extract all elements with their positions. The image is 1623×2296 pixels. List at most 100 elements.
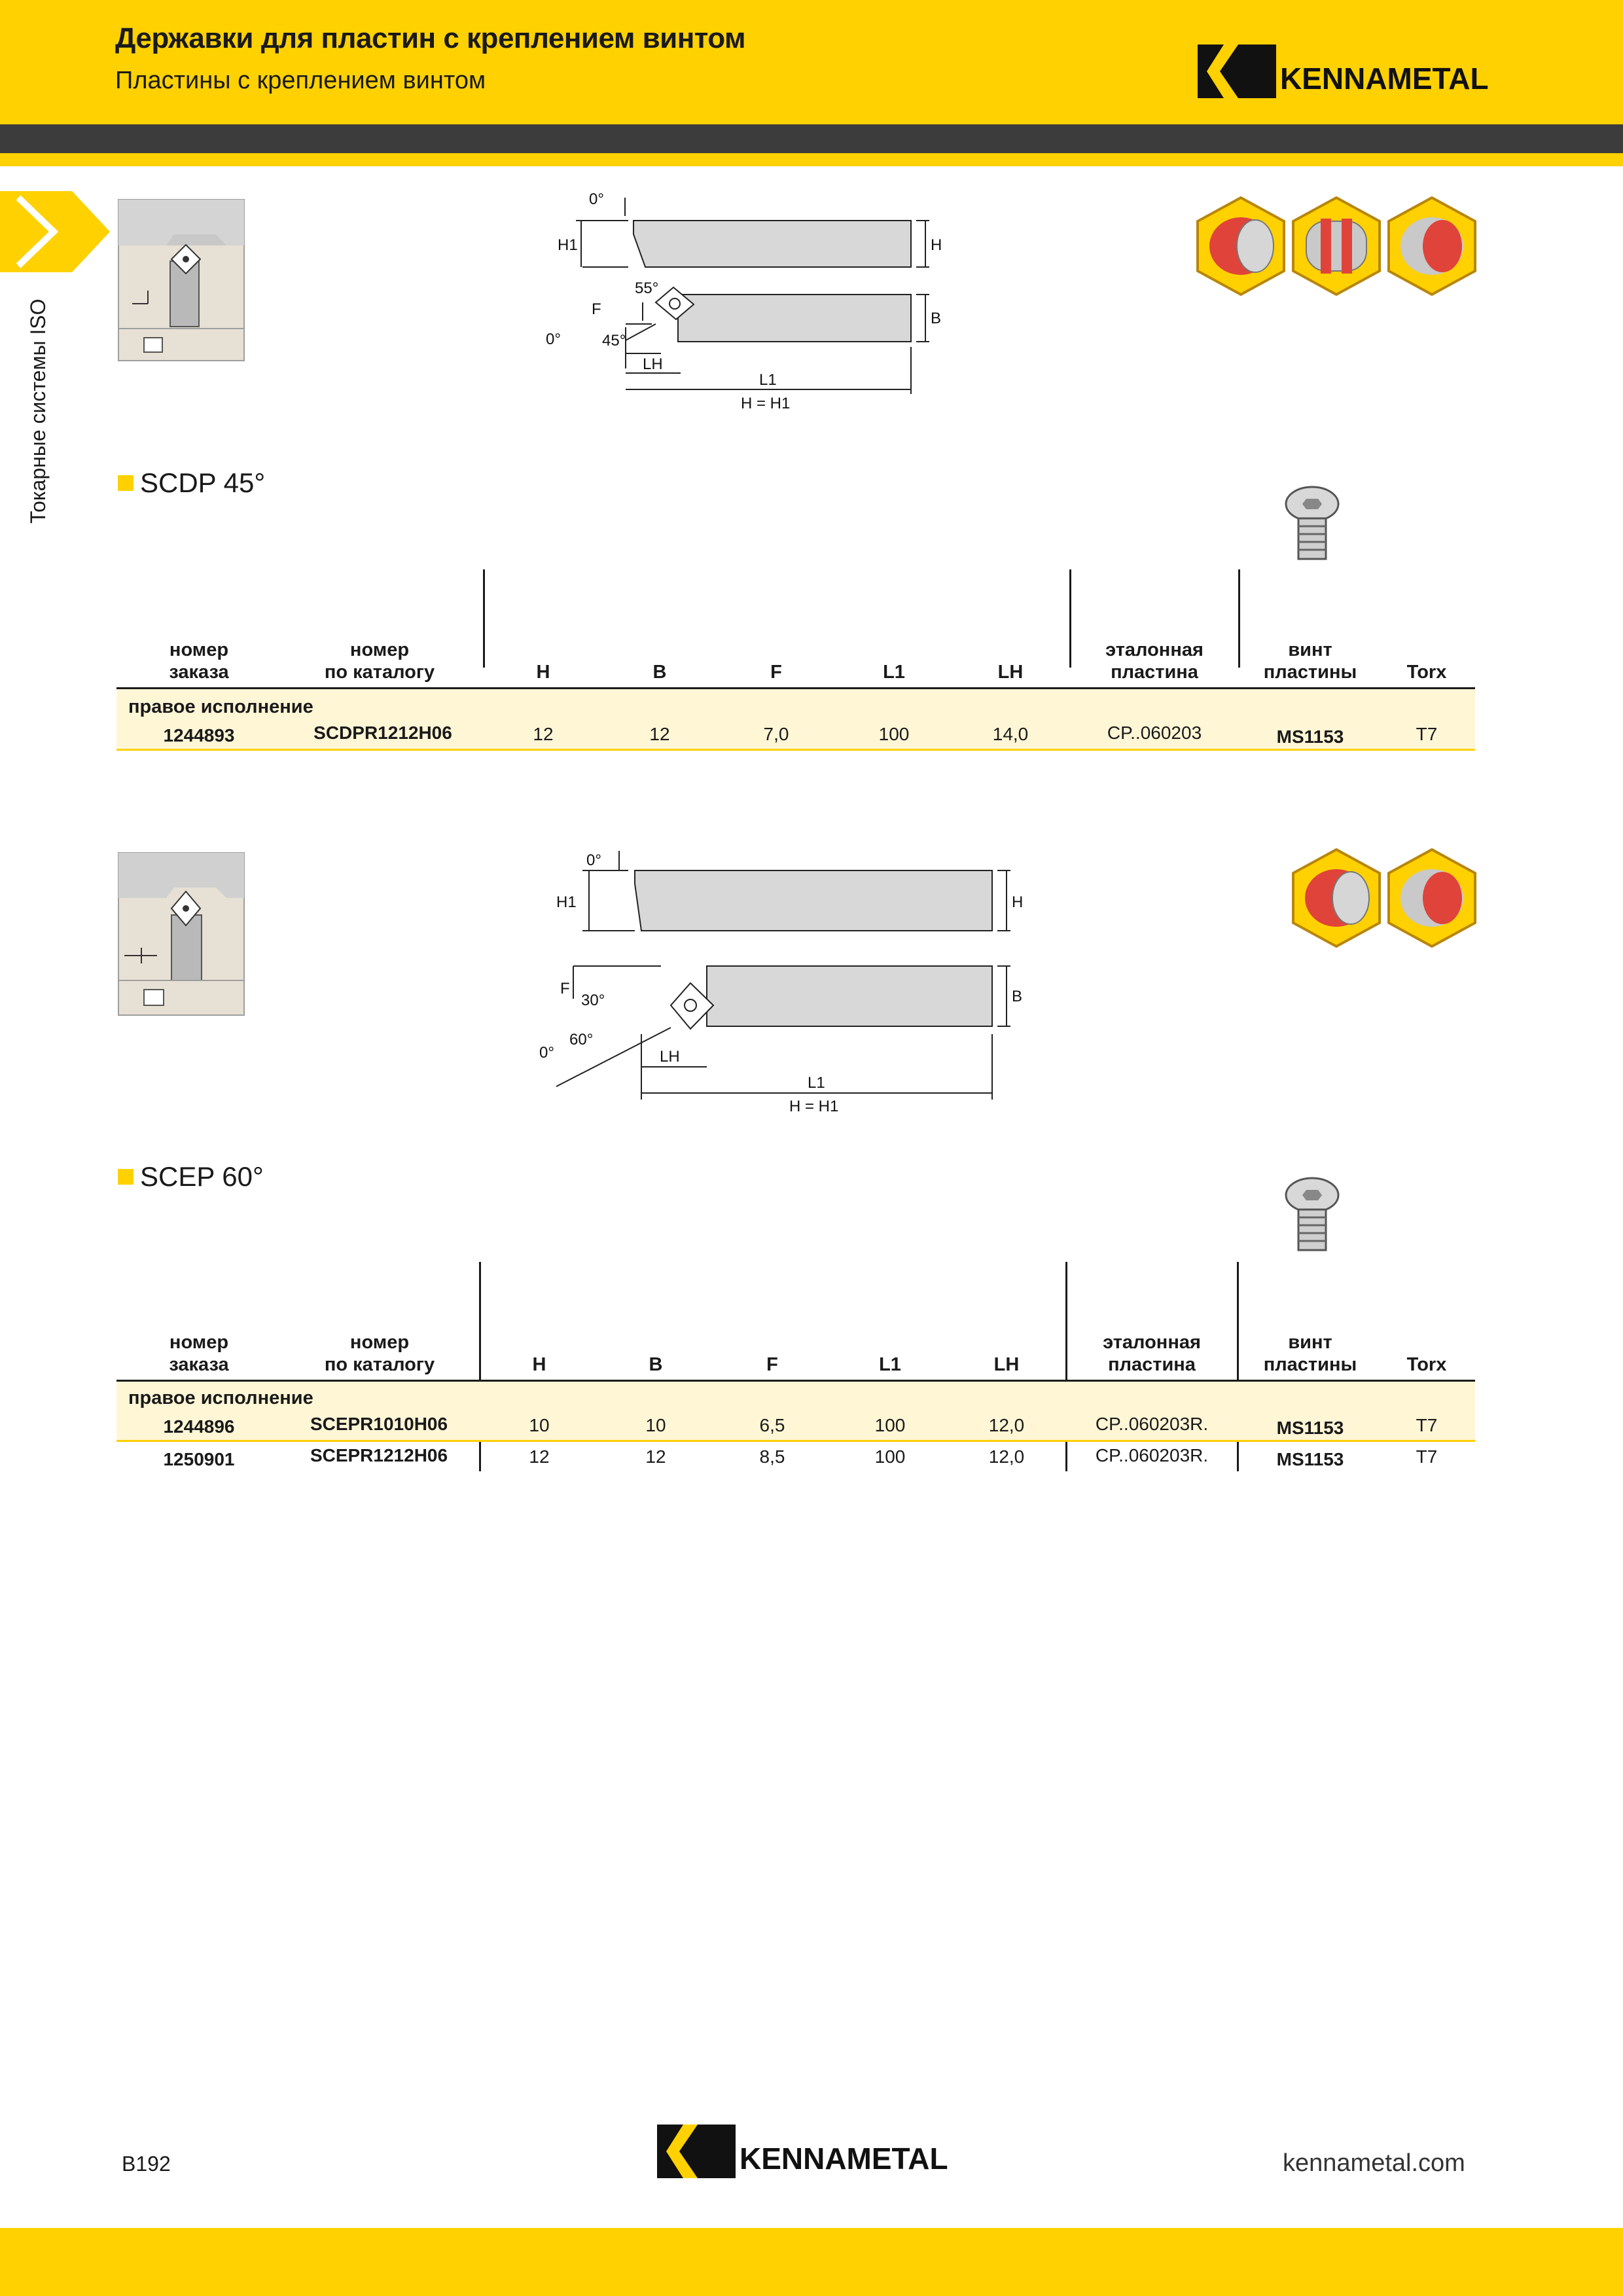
table-divider: [1237, 1262, 1239, 1471]
diagram1-b: B: [931, 310, 941, 327]
header-f: F: [766, 1354, 778, 1375]
header-b: B: [649, 1354, 663, 1375]
turning-icon: [1387, 848, 1476, 948]
cell-l1: 100: [878, 724, 910, 744]
header-text: винт: [1288, 639, 1332, 660]
brand-logo: KENNAMETAL: [1198, 45, 1489, 98]
section-title-scep: SCEP 60°: [140, 1161, 264, 1192]
application-icons-1: [1196, 196, 1476, 296]
diagram1-f: F: [592, 300, 601, 318]
facing-icon: [1196, 196, 1285, 296]
header-text: номер: [349, 639, 410, 660]
cell-h: 10: [529, 1415, 550, 1435]
diagram2-b: B: [1012, 988, 1022, 1005]
cell-b: 12: [645, 1446, 666, 1467]
page-title: Державки для пластин с креплением винтом: [115, 22, 746, 54]
cell-torx: T7: [1416, 1446, 1438, 1467]
cell-l1: 100: [874, 1446, 906, 1467]
diagram1-zero-top: 0°: [589, 190, 604, 208]
cell-l1: 100: [874, 1415, 906, 1435]
section-title-scdp: SCDP 45°: [140, 467, 266, 498]
group-label: правое исполнение: [128, 696, 313, 717]
diagram2-l1: L1: [808, 1074, 825, 1092]
website-link[interactable]: kennametal.com: [1283, 2149, 1465, 2177]
header-l1: L1: [879, 1354, 901, 1375]
diagram1-zero-side: 0°: [546, 331, 561, 348]
turning-icon: [1387, 196, 1476, 296]
table-divider: [483, 569, 485, 668]
header-screw: винт пластины: [1246, 639, 1374, 683]
diagram2-h: H: [1012, 893, 1023, 911]
cell-screw: MS1153: [1276, 726, 1344, 747]
cell-catalog-no: SCDPR1212H06: [313, 723, 452, 743]
header-text: винт: [1288, 1332, 1332, 1353]
cell-f: 7,0: [763, 724, 789, 744]
screw-icon: [1285, 1177, 1340, 1251]
header-text: пластины: [1263, 662, 1357, 683]
row-rule: [116, 749, 1475, 751]
diagram1-l1: L1: [759, 371, 777, 389]
header-text: эталонная: [1103, 1332, 1201, 1353]
header-torx: Torx: [1406, 662, 1447, 683]
header-insert: эталонная пластина: [1073, 1331, 1230, 1376]
cell-h: 12: [529, 1446, 550, 1467]
sidebar-label: Токарные системы ISO: [26, 298, 50, 524]
footer-brand-logo: KENNAMETAL: [657, 2125, 948, 2178]
header-catalog-no: номер по каталогу: [314, 1331, 445, 1376]
application-icons-2: [1292, 848, 1476, 948]
header-b: B: [652, 662, 667, 683]
header-screw: винт пластины: [1246, 1331, 1374, 1376]
cell-screw: MS1153: [1276, 1449, 1344, 1469]
table-header-rule: [116, 687, 1475, 689]
facing-icon: [1292, 848, 1381, 948]
kennametal-k-icon: [1198, 45, 1276, 98]
cell-order-no: 1244893: [163, 725, 235, 745]
diagram2-zero-side: 0°: [539, 1044, 554, 1062]
diagram2-zero-top: 0°: [586, 852, 601, 869]
diagram2-h1: H1: [556, 893, 577, 911]
diagram1-lh: LH: [643, 355, 663, 373]
kennametal-k-icon: [657, 2125, 736, 2178]
diagram1-h1: H1: [558, 236, 578, 254]
diagram1-h-eq-h1: H = H1: [741, 395, 790, 412]
header-text: заказа: [169, 662, 229, 683]
table-divider: [1069, 569, 1071, 668]
footer-brand-name: KENNAMETAL: [740, 2142, 948, 2176]
tool-dimension-diagram-2: 0° H1 H F 30° B 60° 0° LH L1 H = H1: [539, 851, 1023, 1115]
section-marker: [118, 1169, 134, 1185]
cell-torx: T7: [1416, 724, 1438, 744]
section-marker: [118, 475, 134, 491]
diagram2-lh: LH: [660, 1048, 680, 1066]
header-text: по каталогу: [324, 1354, 435, 1375]
cell-lh: 14,0: [992, 724, 1029, 744]
footer-band: [0, 2228, 1623, 2296]
header-order-no: номер заказа: [135, 639, 263, 683]
header-h: H: [536, 662, 550, 683]
table-divider: [1065, 1262, 1067, 1471]
header-f: F: [770, 662, 782, 683]
cell-h: 12: [533, 724, 554, 744]
header-l1: L1: [883, 662, 905, 683]
page-number: B192: [122, 2152, 171, 2176]
diagram1-angle-45: 45°: [602, 332, 626, 350]
cell-catalog-no: SCEPR1212H06: [310, 1445, 448, 1465]
header-text: эталонная: [1105, 639, 1204, 660]
diagram2-angle-30: 30°: [581, 992, 605, 1009]
header-text: номер: [169, 1332, 229, 1353]
machining-thumbnail-1: [118, 199, 245, 361]
diagram2-f: F: [560, 980, 570, 997]
cell-catalog-no: SCEPR1010H06: [310, 1414, 448, 1434]
header-band: [0, 0, 1623, 124]
cell-torx: T7: [1416, 1415, 1438, 1435]
diagram2-h-eq-h1: H = H1: [789, 1098, 838, 1115]
cell-f: 6,5: [759, 1415, 785, 1435]
row-rule: [116, 1440, 1475, 1442]
header-text: заказа: [169, 1354, 229, 1375]
header-text: номер: [349, 1332, 410, 1353]
cell-insert: CP..060203: [1107, 723, 1202, 743]
page-subtitle: Пластины с креплением винтом: [115, 67, 486, 94]
header-h: H: [532, 1354, 546, 1375]
tool-dimension-diagram-1: 0° H1 H 55° F B 0° 45° LH L1 H = H1: [546, 190, 942, 412]
cell-order-no: 1250901: [163, 1449, 235, 1469]
header-torx: Torx: [1406, 1354, 1447, 1375]
